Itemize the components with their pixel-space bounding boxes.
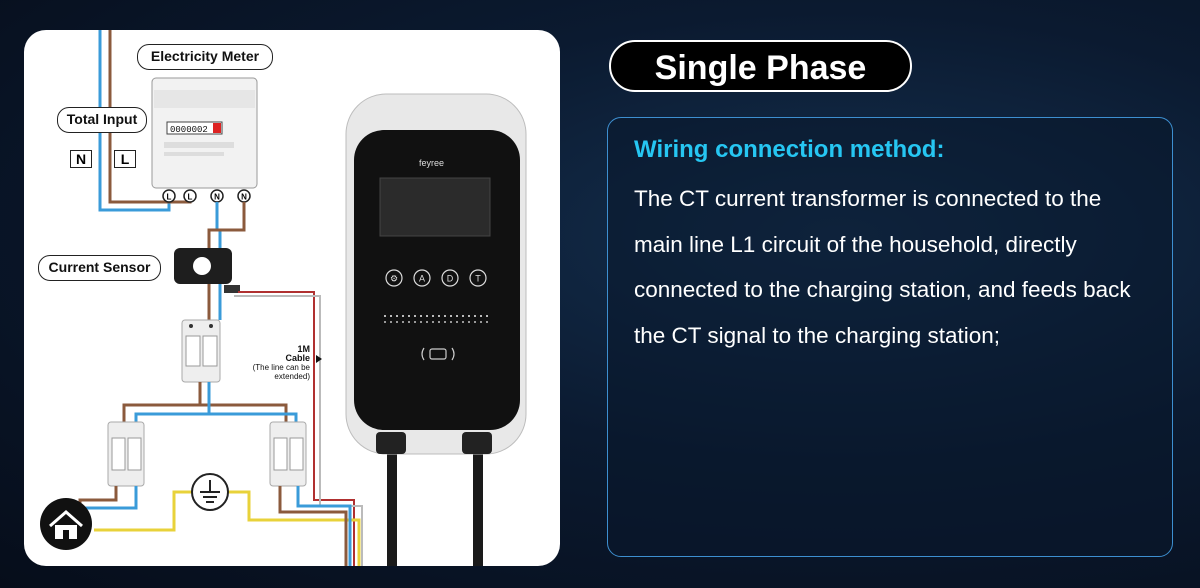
charger-buttons: ⚙ A D T xyxy=(385,269,487,287)
page-title: Single Phase xyxy=(609,40,912,92)
button-t-label: T xyxy=(475,274,481,284)
button-a-label: A xyxy=(419,274,425,284)
n-terminal-label: N xyxy=(70,150,92,168)
meter-reading: 0000002 xyxy=(170,125,208,135)
electricity-meter-label: Electricity Meter xyxy=(137,44,273,70)
total-input-label: Total Input xyxy=(57,107,147,133)
cable-arrow-icon xyxy=(316,355,322,363)
current-sensor xyxy=(174,248,240,293)
terminal-label-2: L xyxy=(188,193,193,202)
cable-extend-note: (The line can be extended) xyxy=(252,363,310,381)
earth-wire xyxy=(94,490,361,566)
cable-word: Cable xyxy=(285,353,310,363)
button-d-label: D xyxy=(447,274,454,284)
ev-charger xyxy=(345,93,527,455)
house-icon xyxy=(40,498,92,550)
main-breaker xyxy=(181,319,221,383)
charger-brand: feyree xyxy=(419,158,445,168)
ct-signal-wire xyxy=(238,291,355,566)
wiring-diagram-svg: 0000002 L L N N xyxy=(40,30,527,566)
info-body: The CT current transformer is connected … xyxy=(634,186,1131,348)
cable-length: 1M xyxy=(297,344,310,354)
electricity-meter: 0000002 xyxy=(151,77,258,189)
meter-terminals: L L N N xyxy=(162,189,251,203)
info-panel: Wiring connection method: The CT current… xyxy=(607,117,1173,557)
wiring-diagram: 0000002 L L N N xyxy=(24,30,560,566)
left-breaker xyxy=(107,421,145,487)
current-sensor-label: Current Sensor xyxy=(38,255,161,281)
earth-ground-icon xyxy=(191,473,229,511)
l-terminal-label: L xyxy=(114,150,136,168)
cable-note: 1M Cable (The line can be extended) xyxy=(220,344,310,382)
terminal-label-4: N xyxy=(241,193,247,202)
terminal-label-1: L xyxy=(167,193,172,202)
terminal-label-3: N xyxy=(214,193,220,202)
button-settings-icon: ⚙ xyxy=(390,274,398,284)
right-breaker xyxy=(269,421,307,487)
rfid-reader-icon xyxy=(421,347,455,361)
info-heading: Wiring connection method: xyxy=(634,136,945,163)
